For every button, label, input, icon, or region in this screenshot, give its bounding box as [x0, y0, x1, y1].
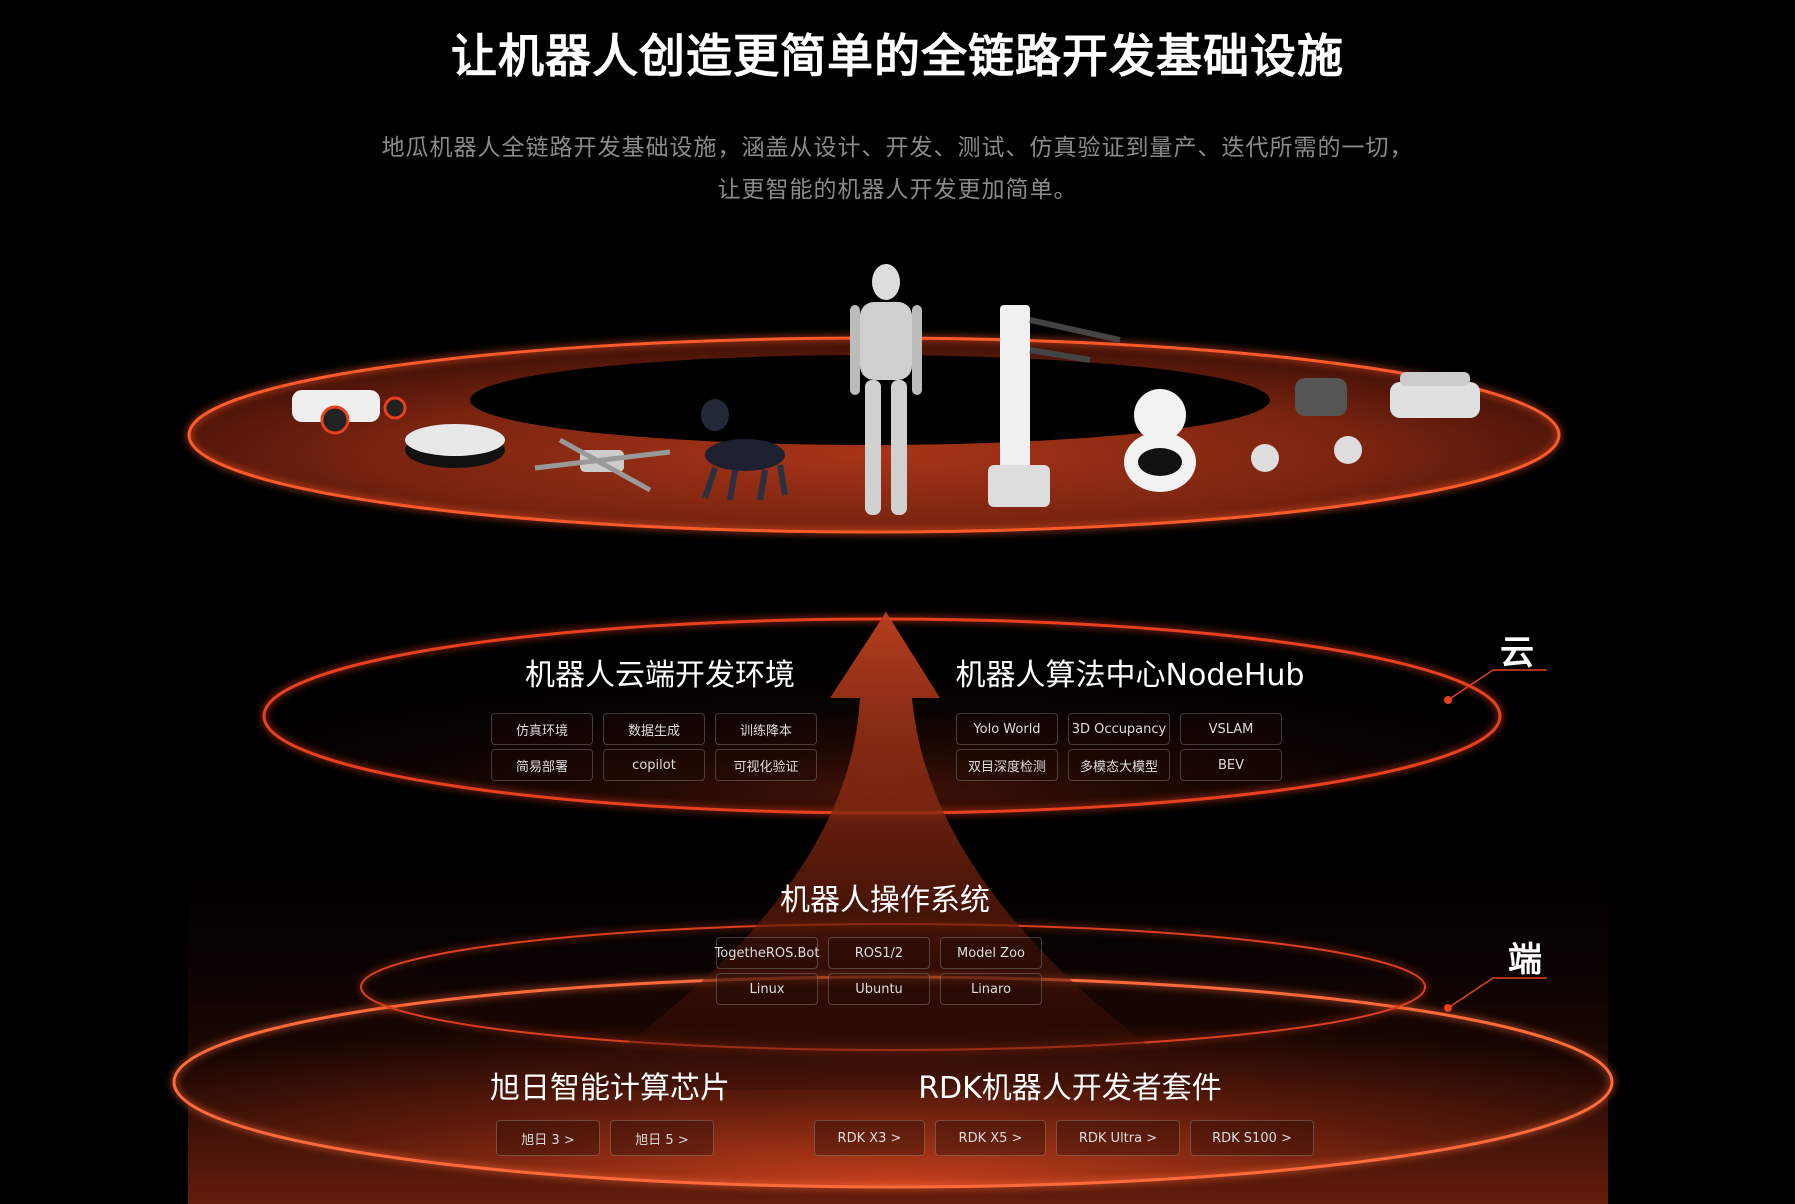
cloud-side-label: 云 — [1500, 633, 1534, 673]
rdk-kits-title: RDK机器人开发者套件 — [918, 1071, 1222, 1106]
chip-ros[interactable]: ROS1/2 — [828, 937, 930, 969]
chip-copilot[interactable]: copilot — [603, 749, 705, 781]
chip-linaro[interactable]: Linaro — [940, 973, 1042, 1005]
rdk-kits-links: RDK X3 > RDK X5 > RDK Ultra > RDK S100 > — [814, 1120, 1314, 1156]
edge-side-label: 端 — [1508, 940, 1542, 980]
chip-simulation-env[interactable]: 仿真环境 — [491, 713, 593, 745]
link-rdk-x5[interactable]: RDK X5 > — [935, 1120, 1046, 1156]
chip-visual-validation[interactable]: 可视化验证 — [715, 749, 817, 781]
link-rdk-x3[interactable]: RDK X3 > — [814, 1120, 925, 1156]
page-title: 让机器人创造更简单的全链路开发基础设施 — [451, 29, 1344, 83]
robot-arm-tower-icon — [988, 305, 1121, 507]
cloud-dev-env-chips: 仿真环境 数据生成 训练降本 简易部署 copilot 可视化验证 — [491, 713, 817, 781]
companion-robot-icon — [1124, 389, 1196, 492]
robot-vacuum-icon — [405, 424, 505, 468]
sunrise-chips-links: 旭日 3 > 旭日 5 > — [496, 1120, 714, 1156]
link-rdk-s100[interactable]: RDK S100 > — [1190, 1120, 1314, 1156]
chip-data-generation[interactable]: 数据生成 — [603, 713, 705, 745]
chip-model-zoo[interactable]: Model Zoo — [940, 937, 1042, 969]
chip-training-cost-reduction[interactable]: 训练降本 — [715, 713, 817, 745]
robot-os-chips: TogetheROS.Bot ROS1/2 Model Zoo Linux Ub… — [715, 937, 1042, 1005]
drone-icon — [534, 437, 671, 493]
chip-linux[interactable]: Linux — [716, 973, 818, 1005]
page-subtitle-line2: 让更智能的机器人开发更加简单。 — [717, 177, 1078, 203]
chip-bev[interactable]: BEV — [1180, 749, 1282, 781]
chip-vslam[interactable]: VSLAM — [1180, 713, 1282, 745]
robot-os-title: 机器人操作系统 — [780, 883, 990, 918]
chip-togetheros-bot[interactable]: TogetheROS.Bot — [715, 937, 819, 969]
link-rdk-ultra[interactable]: RDK Ultra > — [1056, 1120, 1180, 1156]
wheel-leg-robot-icon — [1251, 378, 1362, 472]
link-sunrise-3[interactable]: 旭日 3 > — [496, 1120, 600, 1156]
chip-multimodal-llm[interactable]: 多模态大模型 — [1068, 749, 1170, 781]
page-subtitle-line1: 地瓜机器人全链路开发基础设施，涵盖从设计、开发、测试、仿真验证到量产、迭代所需的… — [381, 135, 1414, 161]
cloud-dev-env-title: 机器人云端开发环境 — [525, 658, 795, 693]
nodehub-chips: Yolo World 3D Occupancy VSLAM 双目深度检测 多模态… — [956, 713, 1282, 781]
link-sunrise-5[interactable]: 旭日 5 > — [610, 1120, 714, 1156]
chip-stereo-depth[interactable]: 双目深度检测 — [956, 749, 1058, 781]
delivery-robot-icon — [1390, 372, 1480, 418]
chip-easy-deployment[interactable]: 简易部署 — [491, 749, 593, 781]
chip-ubuntu[interactable]: Ubuntu — [828, 973, 930, 1005]
nodehub-title: 机器人算法中心NodeHub — [955, 658, 1305, 693]
chip-3d-occupancy[interactable]: 3D Occupancy — [1068, 713, 1170, 745]
humanoid-robot-icon — [850, 264, 922, 515]
robot-dog-icon — [701, 399, 788, 501]
sunrise-chips-title: 旭日智能计算芯片 — [490, 1071, 730, 1106]
chip-yolo-world[interactable]: Yolo World — [956, 713, 1058, 745]
robot-wheeled-rover-icon — [292, 390, 407, 435]
